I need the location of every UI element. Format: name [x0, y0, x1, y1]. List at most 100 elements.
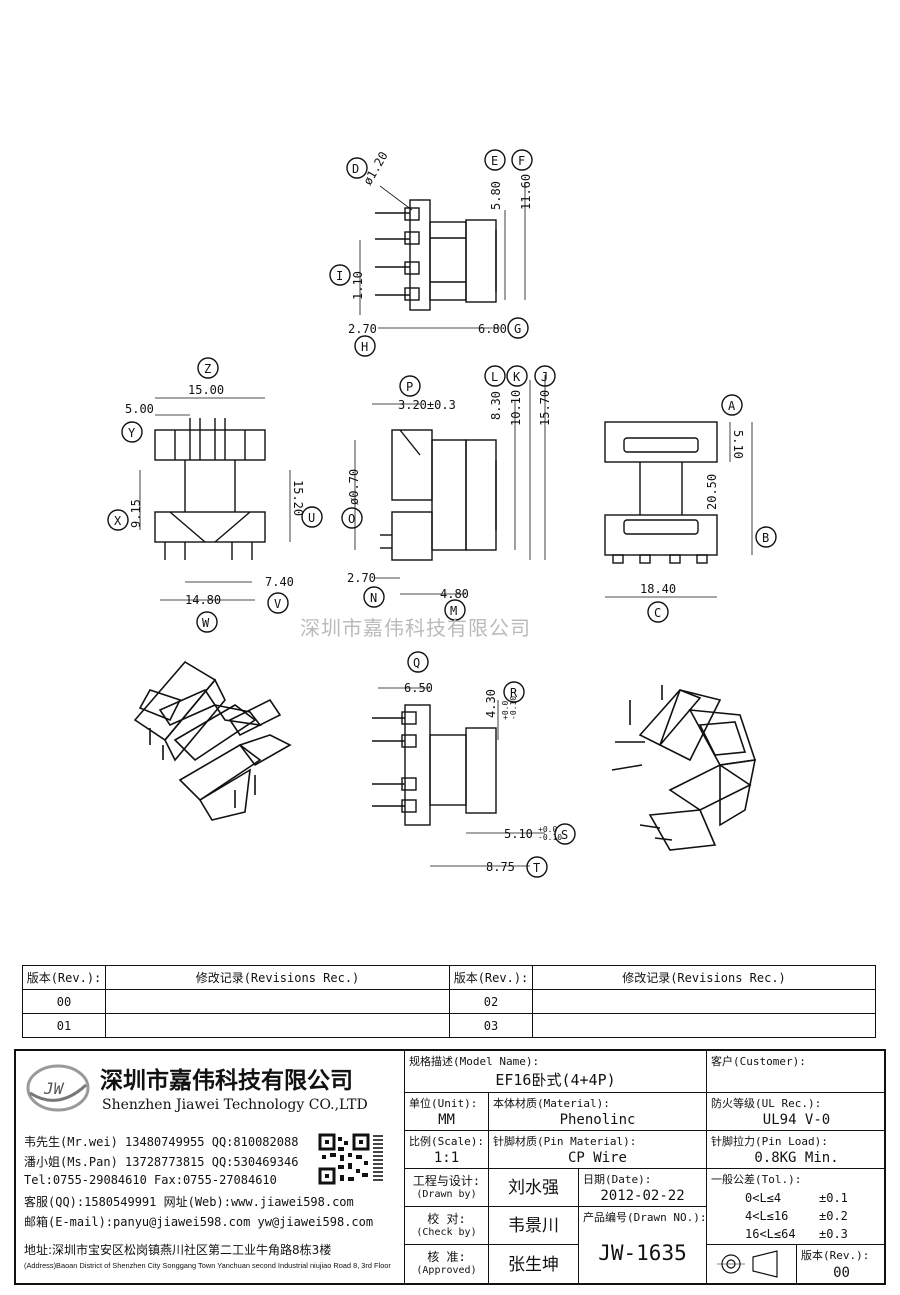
rev-cell: 02 — [449, 989, 533, 1014]
contact-line: 邮箱(E-mail):panyu@jiawei598.com yw@jiawei… — [24, 1215, 374, 1229]
pin-material-label: 针脚材质(Pin Material): — [493, 1135, 637, 1148]
check-label: 校 对: — [427, 1212, 466, 1226]
scale-label: 比例(Scale): — [409, 1135, 484, 1148]
right-view — [604, 421, 753, 598]
approved-label-en: (Approved) — [416, 1265, 477, 1276]
label-b: B — [762, 531, 769, 545]
pin-material-value: CP Wire — [567, 1150, 627, 1166]
dim-j: 15.70 — [538, 390, 552, 426]
tolerance-range: 4<L≤16 — [745, 1209, 789, 1223]
dim-s: 5.10 — [504, 827, 533, 841]
label-u: U — [308, 511, 315, 525]
dim-r-tol-dn: -0.10 — [509, 696, 518, 720]
rev-label: 版本(Rev.): — [801, 1249, 870, 1262]
label-x: X — [114, 514, 122, 528]
dim-w: 14.80 — [185, 593, 221, 607]
label-w: W — [202, 616, 210, 630]
date-label: 日期(Date): — [583, 1173, 652, 1186]
company-name-en: Shenzhen Jiawei Technology CO.,LTD — [102, 1097, 368, 1113]
address-en: (Address)Baoan District of Shenzhen City… — [24, 1261, 391, 1270]
rev-cell — [532, 989, 876, 1014]
rev-cell — [532, 1013, 876, 1038]
ul-label: 防火等级(UL Rec.): — [711, 1097, 822, 1110]
drawn-label-en: (Drawn by) — [416, 1189, 477, 1200]
scale-cell: 比例(Scale): 1:1 — [404, 1130, 488, 1168]
iso-view-right — [611, 685, 757, 851]
drawn-label-cell: 工程与设计: (Drawn by) — [404, 1168, 488, 1206]
tolerance-value: ±0.3 — [819, 1227, 848, 1241]
pin-load-label: 针脚拉力(Pin Load): — [711, 1135, 828, 1148]
dim-s-tol-up: +0.0 — [538, 825, 557, 834]
label-o: O — [348, 512, 355, 526]
label-q: Q — [413, 656, 420, 670]
rev-header-2: 修改记录(Revisions Rec.) — [105, 965, 450, 990]
drawing-no-label: 产品编号(Drawn NO.): — [583, 1211, 707, 1224]
drawn-by-cell: 刘水强 — [488, 1168, 578, 1206]
dim-h: 2.70 — [348, 322, 377, 336]
title-block: JW 深圳市嘉伟科技有限公司 Shenzhen Jiawei Technolog… — [14, 1049, 886, 1285]
side-view — [354, 375, 546, 595]
contact-line: 客服(QQ):1580549991 网址(Web):www.jiawei598.… — [24, 1195, 354, 1209]
model-value: EF16卧式(4+4P) — [495, 1071, 616, 1089]
rev-cell — [105, 989, 450, 1014]
address-cn: 地址:深圳市宝安区松岗镇燕川社区第二工业牛角路8栋3楼 — [24, 1243, 332, 1257]
projection-symbol-icon — [717, 1250, 778, 1278]
material-cell: 本体材质(Material): Phenolinc — [488, 1092, 706, 1130]
rev-header-3: 版本(Rev.): — [449, 965, 533, 990]
check-by-cell: 韦景川 — [488, 1206, 578, 1244]
dim-n: 2.70 — [347, 571, 376, 585]
approved-by-cell: 张生坤 — [488, 1244, 578, 1283]
dim-x: 9.15 — [129, 499, 143, 528]
model-cell: 规格描述(Model Name): EF16卧式(4+4P) — [404, 1050, 706, 1092]
customer-label: 客户(Customer): — [711, 1055, 806, 1068]
iso-view-left — [133, 660, 292, 821]
revision-header-row: 版本(Rev.): 修改记录(Revisions Rec.) 版本(Rev.):… — [22, 965, 876, 990]
label-e: E — [491, 154, 498, 168]
ul-cell: 防火等级(UL Rec.): UL94 V-0 — [706, 1092, 886, 1130]
contact-line: 潘小姐(Ms.Pan) 13728773815 QQ:530469346 — [24, 1155, 299, 1169]
label-s: S — [561, 828, 568, 842]
dim-u: 15.20 — [291, 480, 305, 516]
label-z: Z — [204, 362, 211, 376]
dim-o: ø0.70 — [347, 469, 361, 505]
drawn-by: 刘水强 — [508, 1178, 559, 1198]
top-view — [359, 182, 526, 329]
ul-value: UL94 V-0 — [762, 1112, 831, 1128]
approved-label-cell: 核 准: (Approved) — [404, 1244, 488, 1283]
label-d: D — [352, 162, 359, 176]
approved-by: 张生坤 — [508, 1255, 559, 1275]
label-a: A — [728, 399, 736, 413]
dim-t: 8.75 — [486, 860, 515, 874]
logo-text: JW — [43, 1079, 65, 1098]
dim-f: 11.60 — [519, 174, 533, 210]
contact-line: Tel:0755-29084610 Fax:0755-27084610 — [24, 1173, 277, 1187]
dim-s-tol-dn: -0.10 — [538, 833, 562, 842]
bottom-view — [372, 687, 545, 867]
label-p: P — [406, 380, 413, 394]
rev-value: 00 — [833, 1265, 850, 1281]
company-panel: JW 深圳市嘉伟科技有限公司 Shenzhen Jiawei Technolog… — [16, 1051, 404, 1283]
label-k: K — [513, 370, 521, 384]
check-by: 韦景川 — [508, 1216, 559, 1236]
dim-e: 5.80 — [489, 181, 503, 210]
unit-value: MM — [438, 1112, 455, 1128]
drawing-no-cell: 产品编号(Drawn NO.): JW-1635 — [578, 1206, 706, 1283]
dim-r-tol-up: +0.0 — [501, 701, 510, 720]
pin-load-cell: 针脚拉力(Pin Load): 0.8KG Min. — [706, 1130, 886, 1168]
pin-material-cell: 针脚材质(Pin Material): CP Wire — [488, 1130, 706, 1168]
material-label: 本体材质(Material): — [493, 1097, 610, 1110]
tolerance-value: ±0.1 — [819, 1191, 848, 1205]
table-row: 00 02 — [22, 989, 876, 1014]
rev-cell: 03 — [449, 1013, 533, 1038]
label-t: T — [533, 861, 540, 875]
label-j: J — [541, 370, 548, 384]
rev-cell: 01 — [22, 1013, 106, 1038]
dim-b: 20.50 — [705, 474, 719, 510]
material-value: Phenolinc — [559, 1112, 636, 1128]
dim-m: 4.80 — [440, 587, 469, 601]
rev-header-4: 修改记录(Revisions Rec.) — [532, 965, 876, 990]
qr-code — [318, 1133, 370, 1185]
dim-p: 3.20±0.3 — [398, 398, 456, 412]
label-f: F — [518, 154, 525, 168]
tolerance-range: 0<L≤4 — [745, 1191, 782, 1205]
